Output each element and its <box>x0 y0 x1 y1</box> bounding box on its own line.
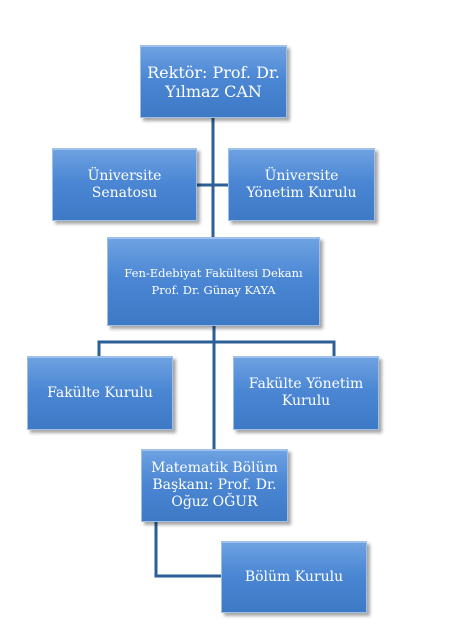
department-head-box: Matematik Bölüm Başkanı: Prof. Dr. Oğuz … <box>141 449 288 522</box>
dean-label: Fen-Edebiyat Fakültesi Dekanı Prof. Dr. … <box>124 265 303 297</box>
university-board-label: Üniversite Yönetim Kurulu <box>246 167 357 201</box>
university-senate-box: Üniversite Senatosu <box>52 148 197 221</box>
faculty-council-label: Fakülte Kurulu <box>47 384 153 401</box>
department-head-label: Matematik Bölüm Başkanı: Prof. Dr. Oğuz … <box>151 460 278 510</box>
dean-box: Fen-Edebiyat Fakültesi Dekanı Prof. Dr. … <box>107 237 320 326</box>
connector-faculty-branch <box>97 340 336 357</box>
university-board-box: Üniversite Yönetim Kurulu <box>228 148 375 221</box>
university-senate-label: Üniversite Senatosu <box>87 167 162 201</box>
rector-box: Rektör: Prof. Dr. Yılmaz CAN <box>140 45 287 118</box>
faculty-board-box: Fakülte Yönetim Kurulu <box>233 356 379 430</box>
department-council-label: Bölüm Kurulu <box>244 568 344 585</box>
faculty-council-box: Fakülte Kurulu <box>27 356 173 430</box>
connector-department-council <box>154 520 222 578</box>
department-council-box: Bölüm Kurulu <box>221 541 367 613</box>
rector-label: Rektör: Prof. Dr. Yılmaz CAN <box>147 62 280 101</box>
faculty-board-label: Fakülte Yönetim Kurulu <box>248 376 364 409</box>
